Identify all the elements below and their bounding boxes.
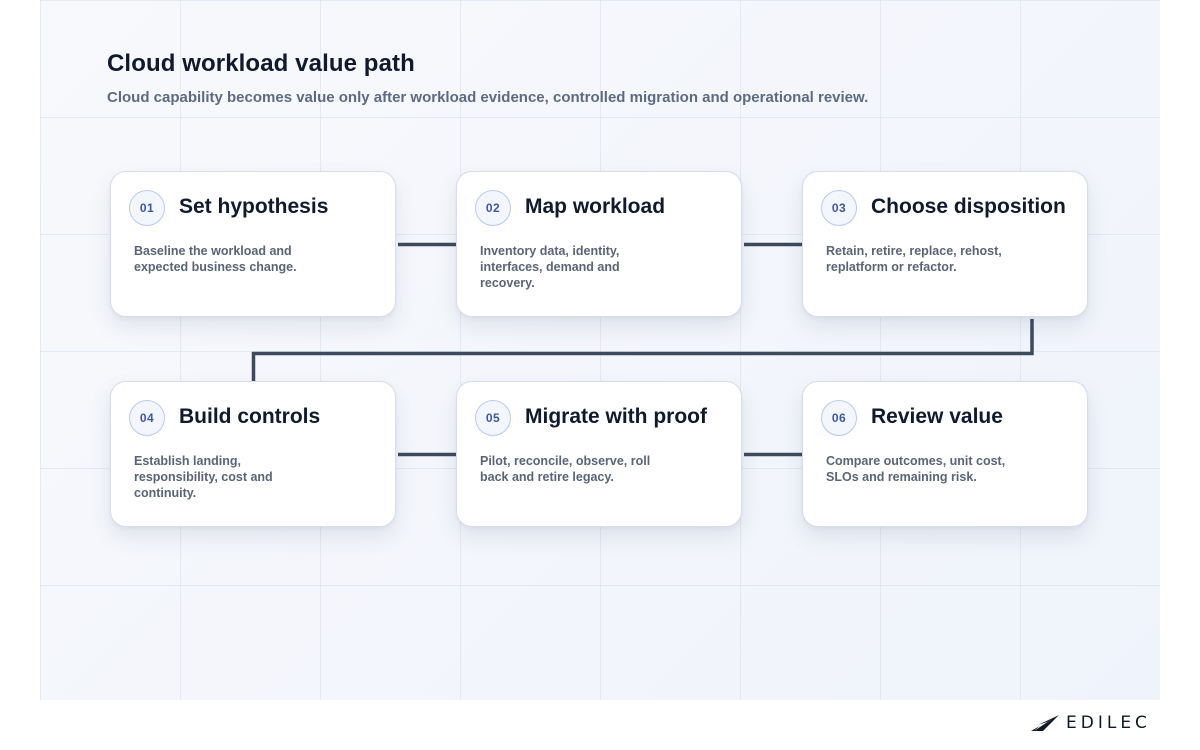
- step-card-review-value: 06 Review value Compare outcomes, unit c…: [802, 381, 1088, 527]
- page-title: Cloud workload value path: [107, 50, 415, 77]
- step-description: Establish landing, responsibility, cost …: [134, 454, 273, 500]
- brand-logo: EDILEC: [1030, 710, 1151, 736]
- step-card-set-hypothesis: 01 Set hypothesis Baseline the workload …: [110, 171, 396, 317]
- step-number-badge: 03: [821, 190, 857, 226]
- step-description: Inventory data, identity, interfaces, de…: [480, 244, 620, 290]
- step-title: Build controls: [179, 405, 321, 428]
- step-description: Baseline the workload and expected busin…: [134, 244, 297, 274]
- step-number-badge: 01: [129, 190, 165, 226]
- step-card-build-controls: 04 Build controls Establish landing, res…: [110, 381, 396, 527]
- step-number-badge: 02: [475, 190, 511, 226]
- brand-name: EDILEC: [1066, 713, 1151, 733]
- page-subtitle: Cloud capability becomes value only afte…: [107, 89, 869, 106]
- step-description: Retain, retire, replace, rehost, replatf…: [826, 244, 1002, 274]
- step-card-choose-disposition: 03 Choose disposition Retain, retire, re…: [802, 171, 1088, 317]
- step-description: Compare outcomes, unit cost, SLOs and re…: [826, 454, 1006, 484]
- step-card-migrate-with-proof: 05 Migrate with proof Pilot, reconcile, …: [456, 381, 742, 527]
- step-title: Review value: [871, 405, 1003, 428]
- step-number-badge: 05: [475, 400, 511, 436]
- step-description: Pilot, reconcile, observe, roll back and…: [480, 454, 651, 484]
- paper-plane-icon: [1031, 715, 1059, 731]
- step-title: Map workload: [525, 195, 666, 218]
- step-number-badge: 06: [821, 400, 857, 436]
- step-title: Set hypothesis: [179, 195, 329, 218]
- step-title: Choose disposition: [871, 195, 1066, 218]
- step-title: Migrate with proof: [525, 405, 707, 428]
- step-number-badge: 04: [129, 400, 165, 436]
- step-card-map-workload: 02 Map workload Inventory data, identity…: [456, 171, 742, 317]
